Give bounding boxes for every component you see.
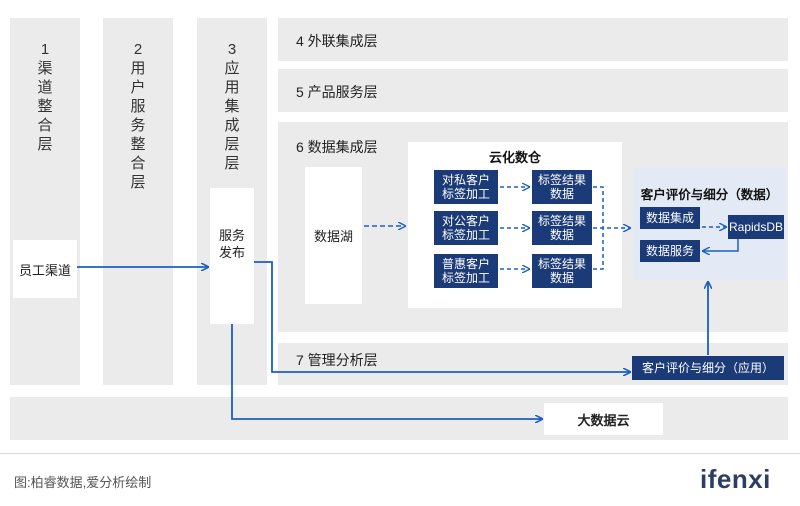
layer-5-product-service — [278, 69, 788, 112]
column-1-label: 1 渠 道 整 合 层 — [37, 41, 53, 153]
big-data-cloud-box[interactable]: 大数据云 — [544, 403, 663, 435]
tag-result-data-box-2[interactable]: 标签结果 数据 — [532, 211, 592, 245]
data-lake-label: 数据湖 — [313, 229, 353, 244]
inclusive-customer-tag-box[interactable]: 普惠客户 标签加工 — [434, 254, 498, 288]
corporate-customer-tag-box[interactable]: 对公客户 标签加工 — [434, 211, 498, 245]
layer-4-title: 4 外联集成层 — [296, 33, 378, 49]
service-publish-label: 服务 发布 — [218, 228, 245, 260]
employee-channel-label: 员工渠道 — [18, 262, 71, 278]
arrow-service-to-eval-app — [254, 261, 630, 372]
private-customer-tag-box[interactable]: 对私客户 标签加工 — [434, 170, 498, 204]
column-channel-integration — [10, 18, 80, 385]
arrow-rapidsdb-to-data-service — [703, 239, 739, 251]
merge-result1 — [593, 186, 604, 228]
customer-eval-data-title: 客户评价与细分（数据） — [640, 188, 779, 202]
arrow-service-to-big-data-cloud — [231, 324, 542, 419]
tag-result-data-box-3[interactable]: 标签结果 数据 — [532, 254, 592, 288]
ifenxi-logo: ifenxi — [700, 464, 771, 494]
layer-5-title: 5 产品服务层 — [296, 84, 378, 100]
tag-result-data-box-1[interactable]: 标签结果 数据 — [532, 170, 592, 204]
source-caption: 图:柏睿数据,爱分析绘制 — [14, 475, 152, 490]
big-data-cloud-label: 大数据云 — [577, 412, 630, 428]
layer-4-external-integration — [278, 18, 788, 61]
employee-channel-box[interactable]: 员工渠道 — [13, 240, 77, 298]
layer-6-title: 6 数据集成层 — [296, 139, 378, 155]
layer-7-title: 7 管理分析层 — [296, 352, 378, 368]
customer-eval-app-box[interactable]: 客户评价与细分（应用） — [632, 356, 784, 380]
column-2-label: 2 用 户 服 务 整 合 层 — [130, 41, 146, 191]
data-service-box[interactable]: 数据服务 — [640, 240, 700, 262]
column-3-label: 3 应 用 集 成 层 层 — [224, 41, 240, 172]
column-user-service-integration — [103, 18, 173, 385]
merge-result3 — [593, 228, 604, 270]
data-integration-box[interactable]: 数据集成 — [640, 207, 700, 229]
footer-divider — [0, 453, 800, 454]
data-lake-box[interactable]: 数据湖 — [305, 167, 362, 304]
service-publish-box[interactable]: 服务 发布 — [210, 188, 254, 324]
rapidsdb-box[interactable]: RapidsDB — [728, 215, 784, 239]
cloud-warehouse-title: 云化数仓 — [488, 150, 541, 165]
